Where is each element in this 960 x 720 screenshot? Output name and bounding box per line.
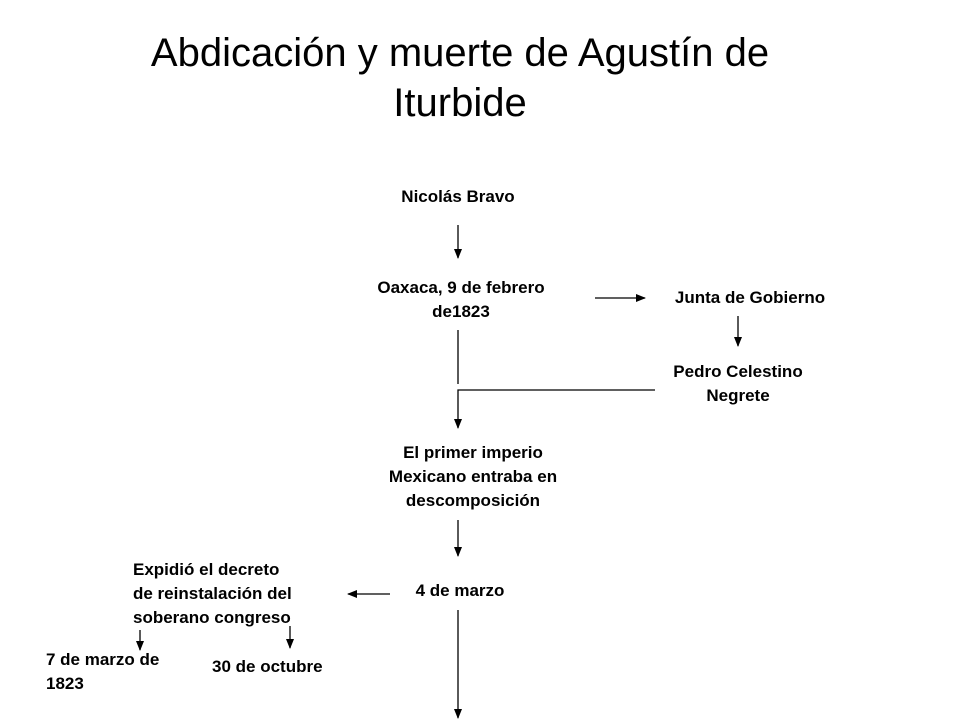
node-text: Oaxaca, 9 de febrero — [377, 278, 545, 297]
node-text: Negrete — [706, 386, 770, 405]
node-text: Nicolás Bravo — [401, 187, 515, 206]
arrow-negrete-to-imperio — [454, 389, 655, 429]
node-nicolas-bravo: Nicolás Bravo — [358, 185, 558, 209]
node-text: Junta de Gobierno — [674, 288, 826, 307]
node-text: 1823 — [46, 674, 84, 693]
node-pedro-celestino-negrete: Pedro Celestino Negrete — [638, 360, 838, 408]
node-text: de1823 — [432, 302, 490, 321]
node-primer-imperio: El primer imperio Mexicano entraba en de… — [343, 441, 603, 513]
node-text: Expidió el decreto — [133, 560, 280, 579]
node-decreto: Expidió el decreto de reinstalación del … — [133, 558, 353, 630]
node-text: Mexicano entraba en — [388, 467, 558, 486]
node-text: El primer imperio — [403, 443, 543, 462]
node-cuatro-de-marzo: 4 de marzo — [380, 579, 540, 603]
node-junta-gobierno: Junta de Gobierno — [645, 286, 855, 310]
node-text: Pedro Celestino — [673, 362, 803, 381]
page-title: Abdicación y muerte de Agustín de Iturbi… — [150, 31, 770, 125]
node-text: soberano congreso — [133, 608, 291, 627]
node-text: 30 de octubre — [212, 657, 323, 676]
node-text: de reinstalación del — [133, 584, 292, 603]
node-oaxaca: Oaxaca, 9 de febrero de1823 — [341, 276, 581, 324]
node-text: descomposición — [405, 491, 541, 510]
node-treinta-de-octubre: 30 de octubre — [212, 655, 372, 679]
node-siete-de-marzo: 7 de marzo de 1823 — [46, 648, 206, 696]
node-text: 4 de marzo — [415, 581, 505, 600]
node-text: 7 de marzo de — [46, 650, 160, 669]
